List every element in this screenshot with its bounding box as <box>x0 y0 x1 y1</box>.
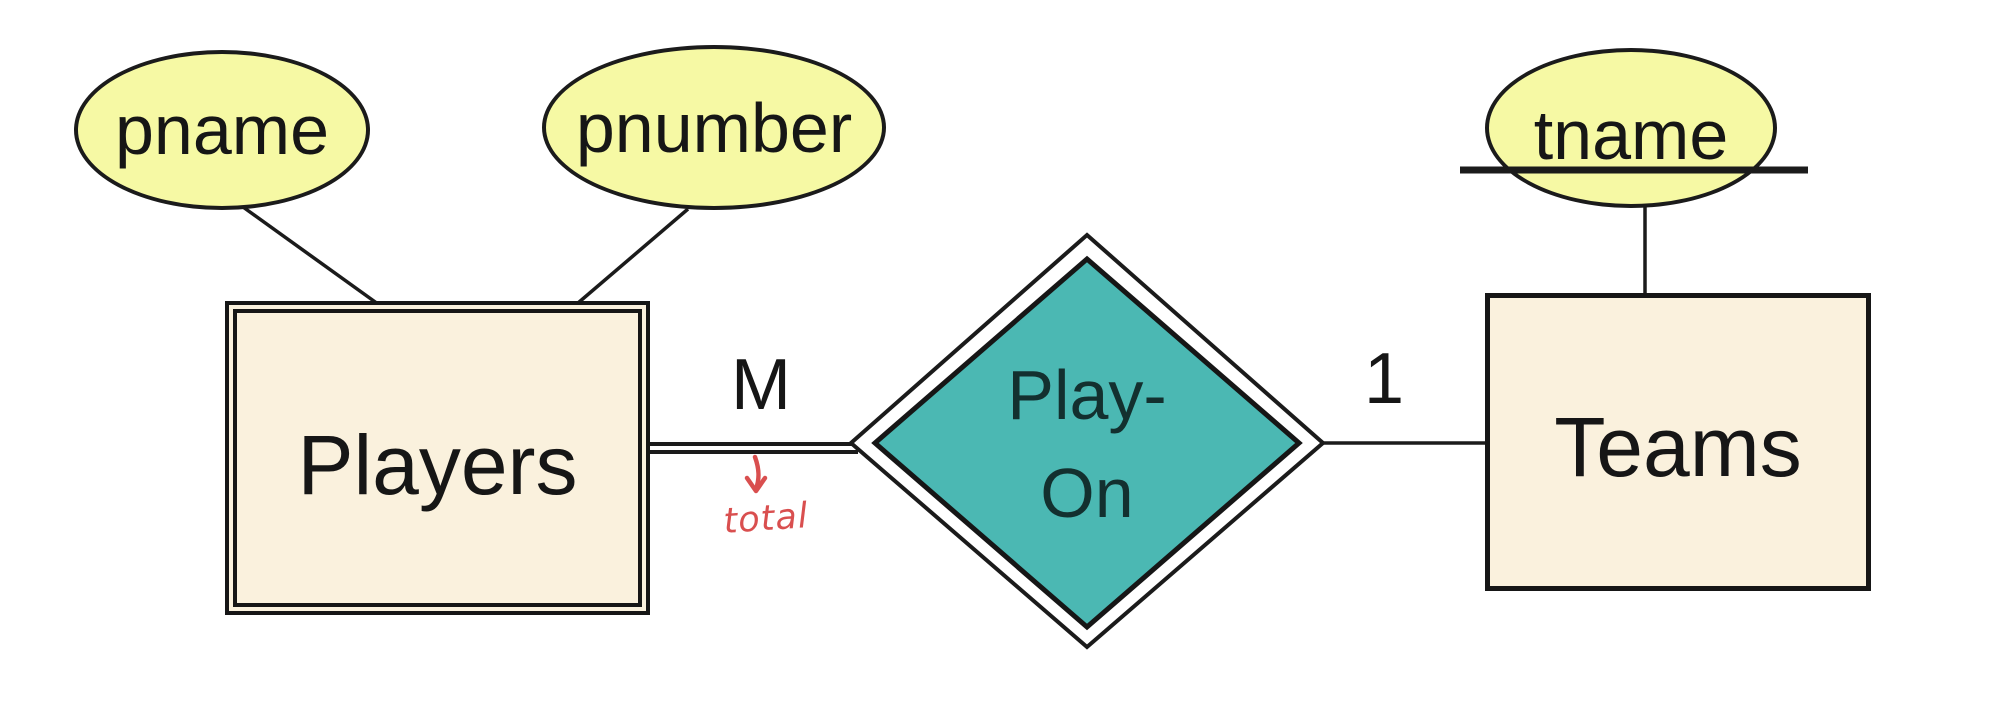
attribute-ellipse-pnumber: pnumber <box>542 45 886 210</box>
entity-teams: Teams <box>1485 293 1871 591</box>
relationship-label: Play- On <box>937 346 1237 542</box>
pnumber-connector-line <box>576 207 690 305</box>
down-arrow-head-icon <box>744 475 768 494</box>
total-participation-annotation: total <box>722 496 810 542</box>
entity-players-inner-border: Players <box>233 309 642 607</box>
cardinality-m-label: M <box>731 345 791 425</box>
entity-label-teams: Teams <box>1554 399 1802 494</box>
entity-label-players: Players <box>297 417 578 512</box>
relationship-label-line1: Play- <box>1007 356 1167 434</box>
attribute-label-pnumber: pnumber <box>575 88 853 167</box>
cardinality-1-label: 1 <box>1363 339 1405 419</box>
down-arrow-icon <box>752 454 761 492</box>
attribute-ellipse-tname: tname <box>1485 48 1777 208</box>
attribute-ellipse-pname: pname <box>74 50 370 210</box>
pname-connector-line <box>241 205 380 306</box>
attribute-label-tname: tname <box>1533 96 1729 174</box>
entity-players: Players <box>225 301 650 615</box>
relationship-label-line2: On <box>1040 454 1134 532</box>
attribute-label-pname: pname <box>114 91 330 169</box>
